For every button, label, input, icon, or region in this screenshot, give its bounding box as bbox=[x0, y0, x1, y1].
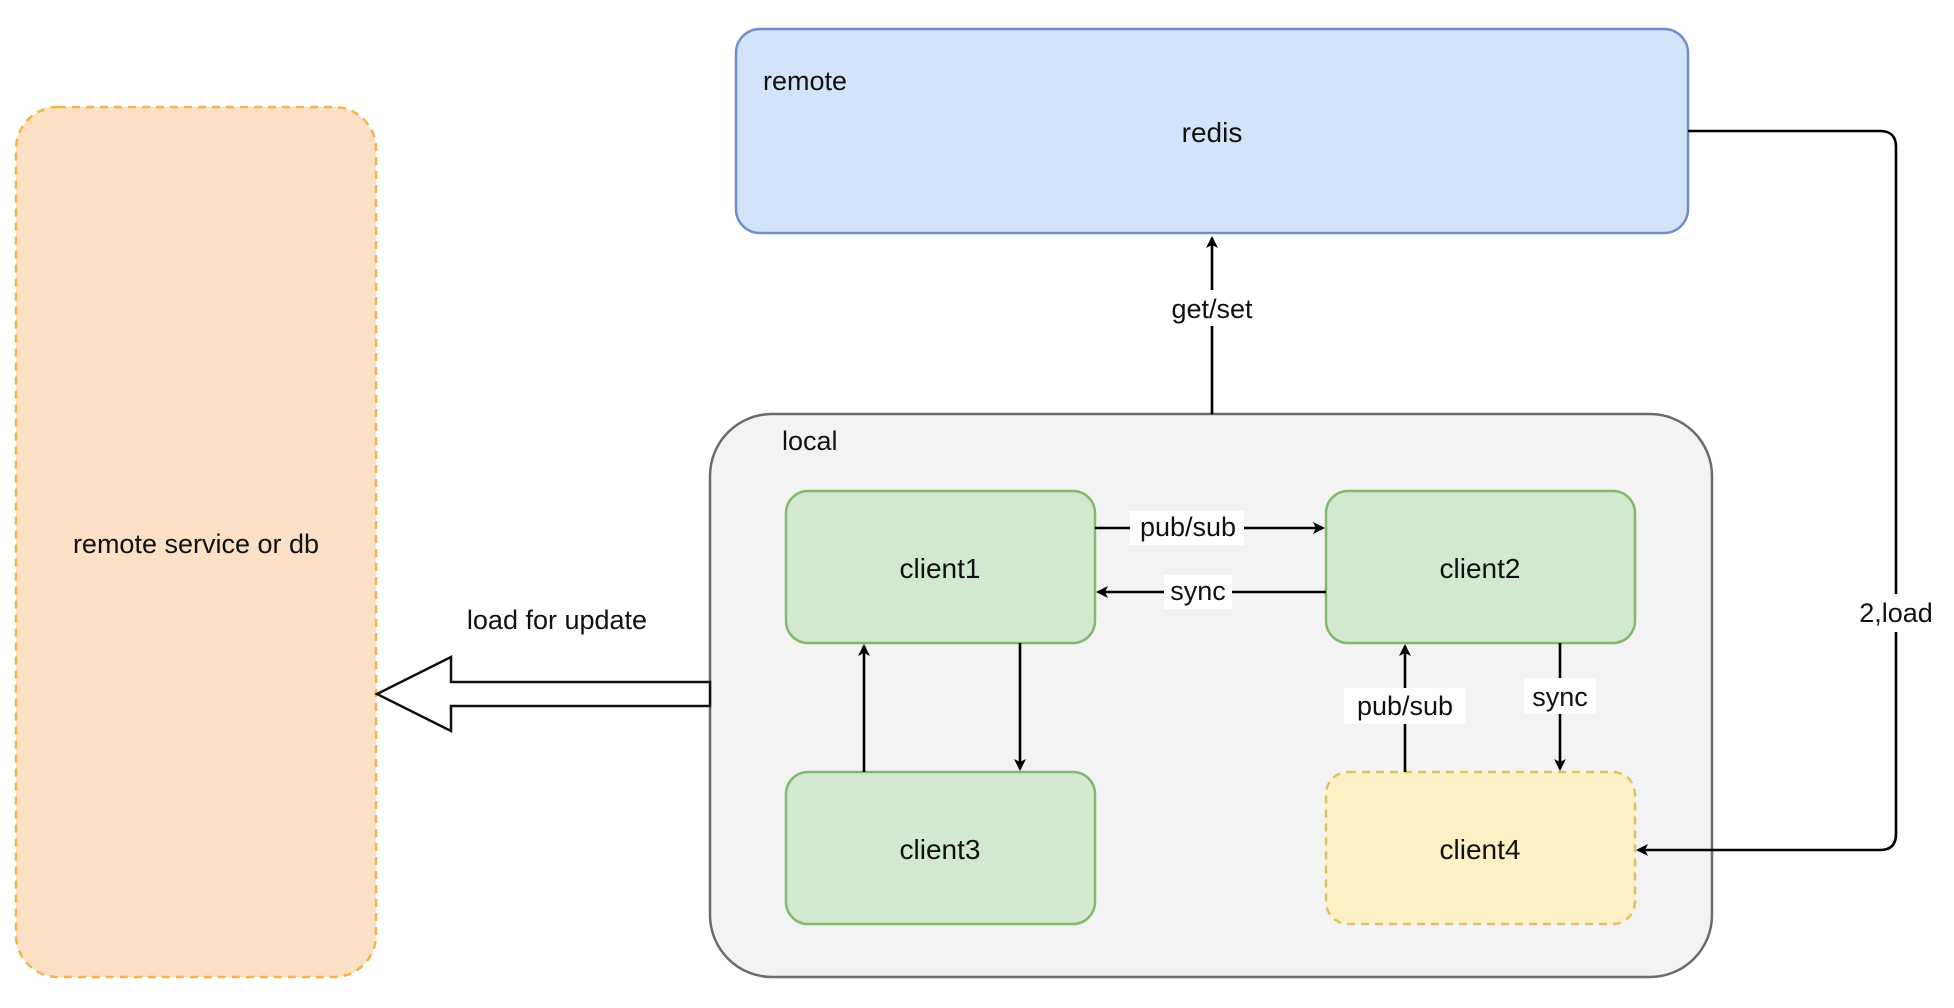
client4-node[interactable]: client4 bbox=[1324, 770, 1637, 926]
remote-service-node[interactable]: remote service or db bbox=[14, 105, 378, 979]
client3-label: client3 bbox=[900, 834, 981, 865]
edge-get-set: get/set bbox=[1170, 236, 1256, 414]
remote-group-label: remote bbox=[763, 66, 847, 96]
local-group-label: local bbox=[782, 426, 838, 456]
sync-label-bottom: sync bbox=[1532, 682, 1588, 712]
edge-load-for-update: load for update bbox=[374, 605, 712, 734]
client1-label: client1 bbox=[900, 553, 981, 584]
client2-label: client2 bbox=[1440, 553, 1521, 584]
get-set-label: get/set bbox=[1171, 294, 1253, 324]
load-for-update-label: load for update bbox=[467, 605, 647, 635]
edge-pub-sub-client4-client2: pub/sub bbox=[1344, 644, 1466, 772]
remote-service-label: remote service or db bbox=[73, 529, 319, 559]
sync-label-top: sync bbox=[1170, 576, 1226, 606]
edge-load-redis-client4: 2,load bbox=[1636, 129, 1942, 856]
pub-sub-label-top: pub/sub bbox=[1140, 512, 1236, 542]
edge-sync-client2-client4: sync bbox=[1524, 643, 1596, 771]
client1-node[interactable]: client1 bbox=[784, 489, 1097, 645]
edge-pub-sub-client1-client2: pub/sub bbox=[1095, 511, 1325, 545]
redis-label: redis bbox=[1182, 117, 1243, 148]
load-label: 2,load bbox=[1859, 598, 1933, 628]
client3-node[interactable]: client3 bbox=[784, 770, 1097, 926]
remote-group[interactable]: remote redis bbox=[734, 27, 1690, 235]
client2-node[interactable]: client2 bbox=[1324, 489, 1637, 645]
edge-sync-client2-client1: sync bbox=[1096, 575, 1326, 609]
hollow-arrow-icon bbox=[374, 654, 712, 734]
pub-sub-label-bottom: pub/sub bbox=[1357, 691, 1453, 721]
client4-label: client4 bbox=[1440, 834, 1521, 865]
